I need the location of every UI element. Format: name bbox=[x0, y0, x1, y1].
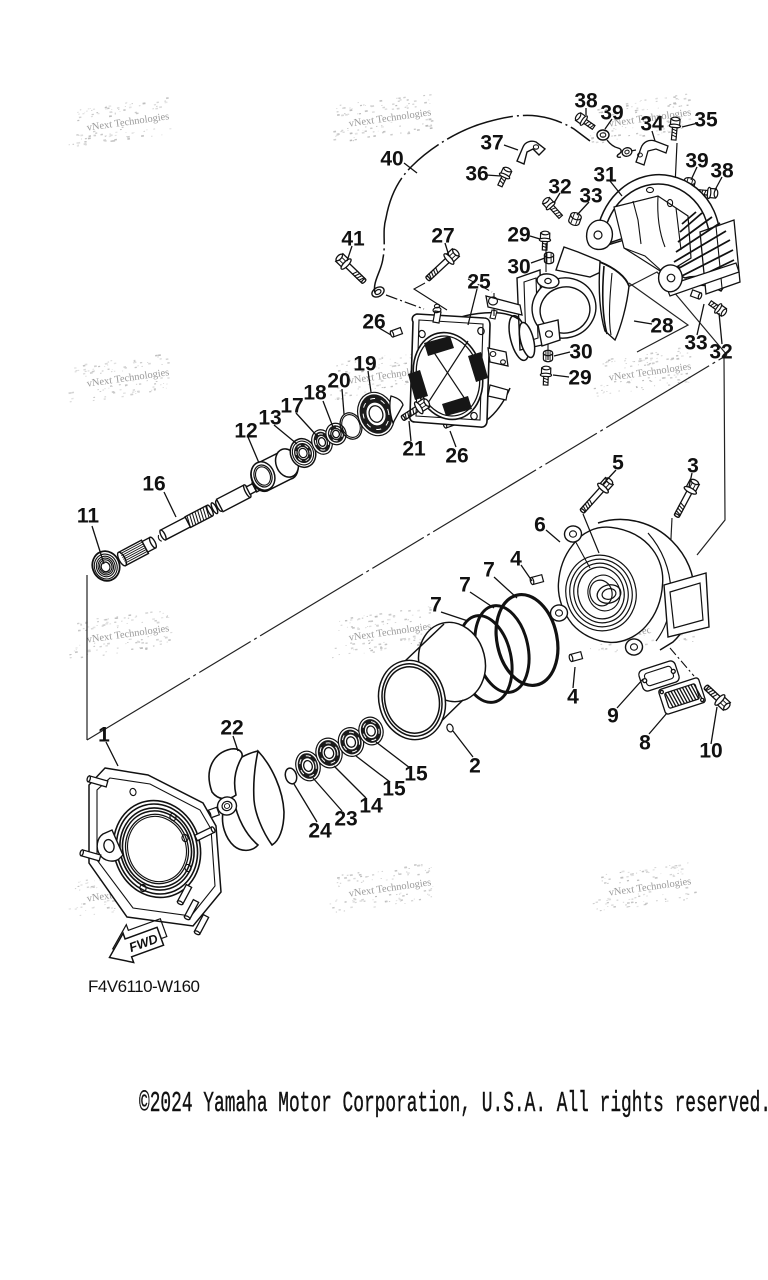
svg-text:26: 26 bbox=[445, 444, 468, 467]
svg-text:24: 24 bbox=[308, 819, 332, 842]
svg-text:26: 26 bbox=[362, 310, 385, 333]
svg-text:13: 13 bbox=[258, 406, 281, 429]
svg-text:40: 40 bbox=[380, 147, 403, 170]
svg-text:29: 29 bbox=[507, 223, 530, 246]
svg-text:32: 32 bbox=[548, 175, 571, 198]
svg-text:38: 38 bbox=[710, 159, 734, 182]
svg-text:9: 9 bbox=[607, 704, 619, 727]
svg-text:19: 19 bbox=[353, 352, 376, 375]
svg-text:25: 25 bbox=[467, 270, 491, 293]
svg-text:17: 17 bbox=[280, 394, 303, 417]
svg-text:10: 10 bbox=[699, 739, 722, 762]
svg-text:20: 20 bbox=[327, 369, 350, 392]
svg-text:29: 29 bbox=[568, 366, 591, 389]
svg-text:37: 37 bbox=[480, 131, 503, 154]
svg-text:30: 30 bbox=[569, 340, 592, 363]
svg-text:23: 23 bbox=[334, 807, 357, 830]
svg-text:36: 36 bbox=[465, 162, 488, 185]
svg-text:1: 1 bbox=[98, 723, 110, 746]
svg-text:7: 7 bbox=[483, 558, 495, 581]
svg-text:5: 5 bbox=[612, 451, 624, 474]
svg-text:16: 16 bbox=[142, 472, 165, 495]
svg-text:4: 4 bbox=[567, 685, 579, 708]
svg-text:7: 7 bbox=[430, 593, 442, 616]
svg-text:2: 2 bbox=[469, 754, 481, 777]
svg-text:27: 27 bbox=[431, 224, 454, 247]
svg-text:21: 21 bbox=[402, 437, 426, 460]
svg-text:39: 39 bbox=[685, 149, 708, 172]
svg-text:4: 4 bbox=[510, 547, 522, 570]
svg-text:15: 15 bbox=[382, 777, 406, 800]
svg-text:33: 33 bbox=[579, 184, 602, 207]
svg-text:35: 35 bbox=[694, 108, 718, 131]
svg-text:6: 6 bbox=[534, 513, 546, 536]
svg-text:18: 18 bbox=[303, 381, 327, 404]
svg-text:7: 7 bbox=[459, 573, 471, 596]
svg-text:28: 28 bbox=[650, 314, 674, 337]
svg-text:30: 30 bbox=[507, 255, 530, 278]
svg-text:32: 32 bbox=[709, 340, 732, 363]
svg-text:33: 33 bbox=[684, 331, 707, 354]
svg-text:41: 41 bbox=[341, 227, 365, 250]
svg-text:©2024 Yamaha Motor Corporation: ©2024 Yamaha Motor Corporation, U.S.A. A… bbox=[139, 1087, 768, 1120]
svg-text:8: 8 bbox=[639, 731, 651, 754]
svg-text:38: 38 bbox=[574, 89, 598, 112]
svg-text:F4V6110-W160: F4V6110-W160 bbox=[88, 977, 200, 996]
svg-text:34: 34 bbox=[640, 112, 664, 135]
svg-text:3: 3 bbox=[687, 454, 699, 477]
svg-text:39: 39 bbox=[600, 101, 623, 124]
svg-text:11: 11 bbox=[77, 504, 100, 527]
svg-text:14: 14 bbox=[359, 794, 383, 817]
svg-text:12: 12 bbox=[234, 419, 257, 442]
svg-text:31: 31 bbox=[593, 163, 617, 186]
svg-text:22: 22 bbox=[220, 716, 243, 739]
svg-text:15: 15 bbox=[404, 762, 428, 785]
